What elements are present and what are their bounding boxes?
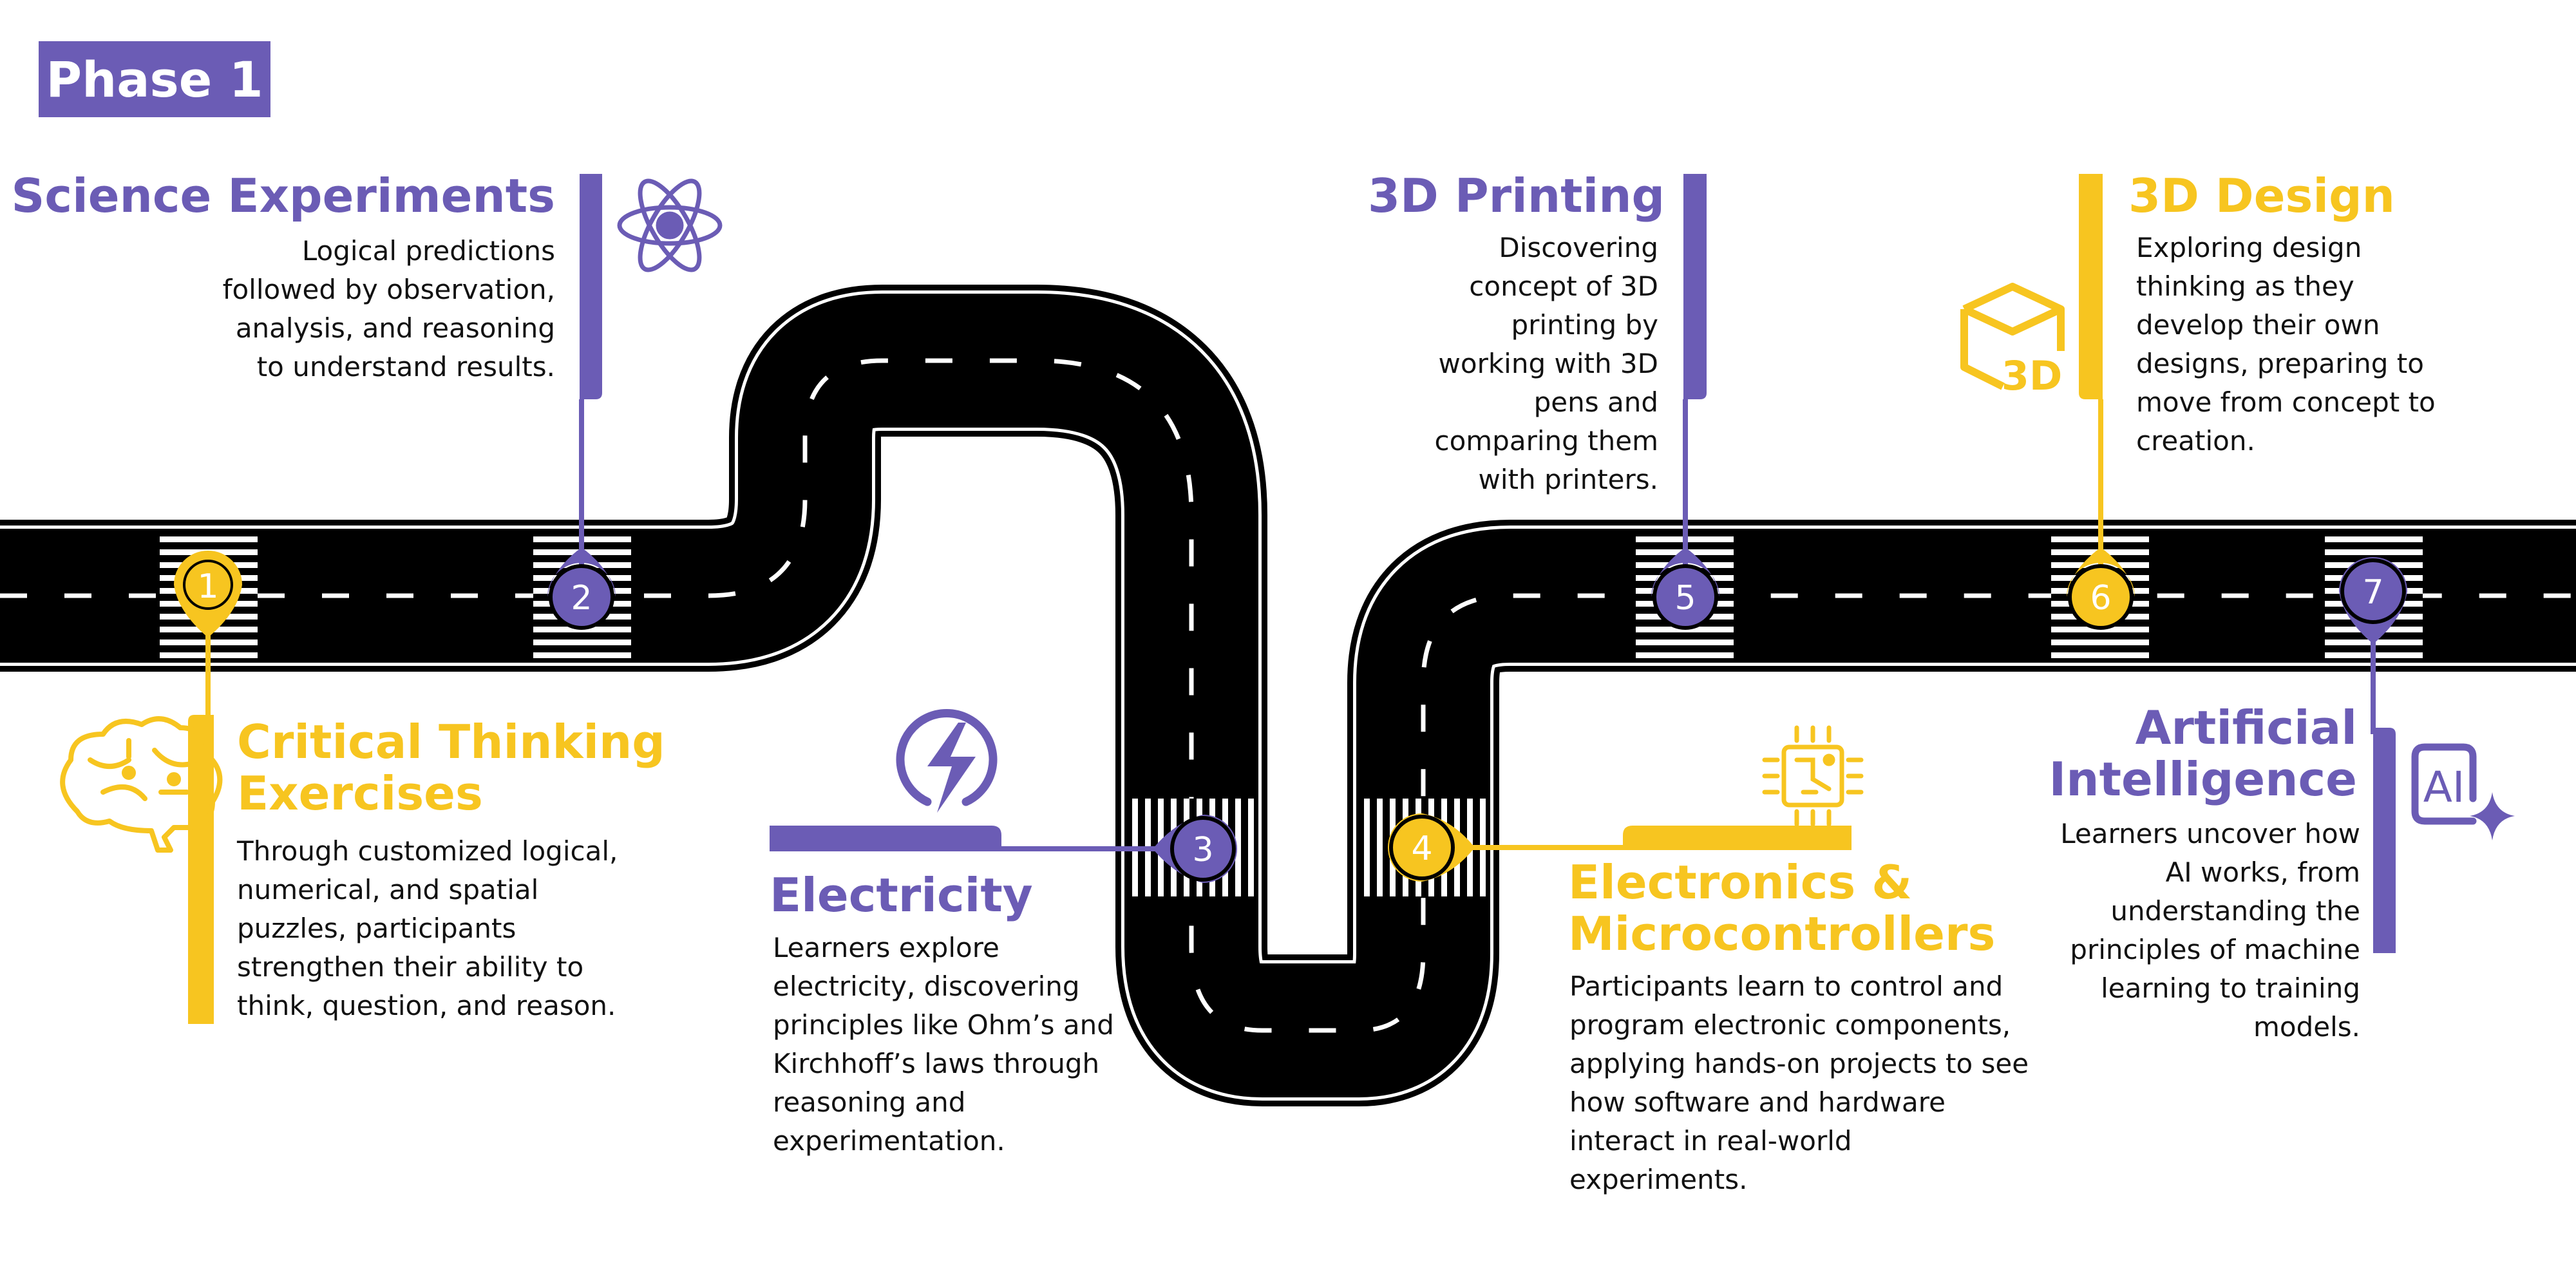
accent-bar-4 — [1623, 826, 1852, 850]
milestone-description-4: Participants learn to control and progra… — [1569, 967, 2029, 1199]
description-line: Learners explore — [773, 932, 999, 963]
title-line: Intelligence — [2049, 752, 2357, 806]
title-line: 3D Printing — [1367, 169, 1665, 223]
milestone-marker-7: 7 — [2339, 557, 2407, 644]
description-line: program electronic components, — [1569, 1009, 2011, 1041]
description-line: designs, preparing to — [2136, 348, 2424, 379]
description-line: Learners uncover how — [2060, 818, 2360, 849]
road-center-line — [0, 358, 2576, 1033]
description-line: concept of 3D — [1469, 270, 1658, 302]
marker-number-7: 7 — [2362, 573, 2383, 612]
description-line: strengthen their ability to — [237, 951, 584, 983]
title-line: Artificial — [2135, 701, 2357, 755]
accent-bar-7 — [2373, 728, 2396, 953]
description-line: understanding the — [2110, 895, 2360, 927]
atom-icon — [617, 178, 723, 272]
description-line: experiments. — [1569, 1164, 1748, 1195]
marker-number-1: 1 — [197, 567, 218, 606]
milestone-marker-3: 3 — [1153, 815, 1237, 883]
description-line: move from concept to — [2136, 386, 2436, 418]
brain-icon — [60, 716, 223, 853]
description-line: with printers. — [1478, 464, 1658, 495]
marker-number-5: 5 — [1674, 579, 1696, 618]
milestone-description-7: Learners uncover how AI works, from unde… — [2060, 815, 2360, 1046]
accent-bar-6 — [2079, 174, 2103, 399]
description-line: numerical, and spatial — [237, 874, 539, 905]
milestone-description-1: Through customized logical, numerical, a… — [237, 832, 618, 1025]
description-line: Discovering — [1499, 232, 1658, 263]
description-line: principles of machine — [2070, 934, 2360, 965]
accent-bar-1 — [188, 715, 214, 1024]
description-line: develop their own — [2136, 309, 2380, 341]
description-line: analysis, and reasoning — [235, 312, 555, 344]
description-line: puzzles, participants — [237, 913, 516, 944]
marker-number-6: 6 — [2090, 579, 2111, 618]
ai-sparkle-icon-label: AI — [2423, 762, 2465, 812]
description-line: interact in real-world — [1569, 1125, 1852, 1157]
description-line: models. — [2253, 1011, 2360, 1043]
milestone-marker-2: 2 — [547, 547, 616, 630]
cube-3d-icon: 3D — [1960, 283, 2065, 399]
milestone-title-2: Science Experiments — [12, 170, 555, 222]
description-line: how software and hardware — [1569, 1086, 1946, 1118]
marker-number-4: 4 — [1411, 829, 1432, 868]
description-line: thinking as they — [2136, 270, 2354, 302]
accent-bar-2 — [580, 174, 602, 399]
accent-bar-5 — [1683, 174, 1707, 399]
description-line: working with 3D — [1438, 348, 1658, 379]
phase-badge: Phase 1 — [39, 41, 270, 117]
description-line: electricity, discovering — [773, 971, 1080, 1002]
title-line: 3D Design — [2128, 169, 2395, 223]
description-line: to understand results. — [256, 351, 555, 383]
description-line: followed by observation, — [222, 274, 555, 305]
milestone-title-4: Electronics & Microcontrollers — [1568, 857, 1995, 960]
chip-icon — [1762, 725, 1864, 827]
milestone-description-5: Discovering concept of 3D printing by wo… — [1434, 229, 1658, 499]
description-line: pens and — [1533, 386, 1658, 418]
milestone-description-3: Learners explore electricity, discoverin… — [773, 929, 1114, 1160]
milestone-title-3: Electricity — [770, 869, 1033, 921]
milestone-title-7: Artificial Intelligence — [2049, 702, 2357, 805]
milestone-title-5: 3D Printing — [1368, 170, 1665, 222]
title-line: Electricity — [770, 868, 1033, 922]
description-line: Logical predictions — [301, 235, 555, 267]
milestone-marker-6: 6 — [2067, 547, 2135, 630]
description-line: reasoning and — [773, 1086, 966, 1118]
description-line: Participants learn to control and — [1569, 971, 2003, 1002]
title-line: Electronics & — [1568, 855, 1913, 909]
description-line: Through customized logical, — [237, 835, 618, 867]
description-line: printing by — [1511, 309, 1659, 341]
milestone-marker-5: 5 — [1651, 547, 1719, 630]
title-line: Microcontrollers — [1568, 907, 1996, 961]
milestone-description-2: Logical predictions followed by observat… — [223, 232, 555, 386]
description-line: comparing them — [1434, 425, 1658, 457]
ai-sparkle-icon: AI — [2411, 743, 2515, 840]
description-line: Exploring design — [2136, 232, 2362, 263]
description-line: Kirchhoff’s laws through — [773, 1048, 1100, 1079]
description-line: think, question, and reason. — [237, 990, 616, 1021]
milestone-description-6: Exploring design thinking as they develo… — [2136, 229, 2436, 460]
description-line: applying hands-on projects to see — [1569, 1048, 2029, 1079]
accent-bar-3 — [770, 826, 1001, 851]
lightning-icon — [896, 709, 998, 813]
markers: 1 2 3 4 5 6 7 — [174, 547, 2407, 883]
title-line: Exercises — [237, 766, 483, 820]
description-line: principles like Ohm’s and — [773, 1009, 1114, 1041]
cube-3d-icon-label: 3D — [2002, 352, 2063, 399]
description-line: creation. — [2136, 425, 2255, 457]
milestone-title-1: Critical Thinking Exercises — [237, 716, 665, 819]
marker-number-2: 2 — [571, 579, 592, 618]
title-line: Science Experiments — [11, 169, 555, 223]
description-line: AI works, from — [2165, 857, 2360, 888]
description-line: learning to training — [2101, 972, 2360, 1004]
milestone-title-6: 3D Design — [2128, 170, 2395, 222]
milestone-marker-1: 1 — [174, 551, 242, 638]
milestone-marker-4: 4 — [1388, 813, 1475, 882]
title-line: Critical Thinking — [237, 715, 665, 769]
marker-number-3: 3 — [1192, 831, 1213, 869]
description-line: experimentation. — [773, 1125, 1005, 1157]
connectors — [188, 174, 2396, 1024]
